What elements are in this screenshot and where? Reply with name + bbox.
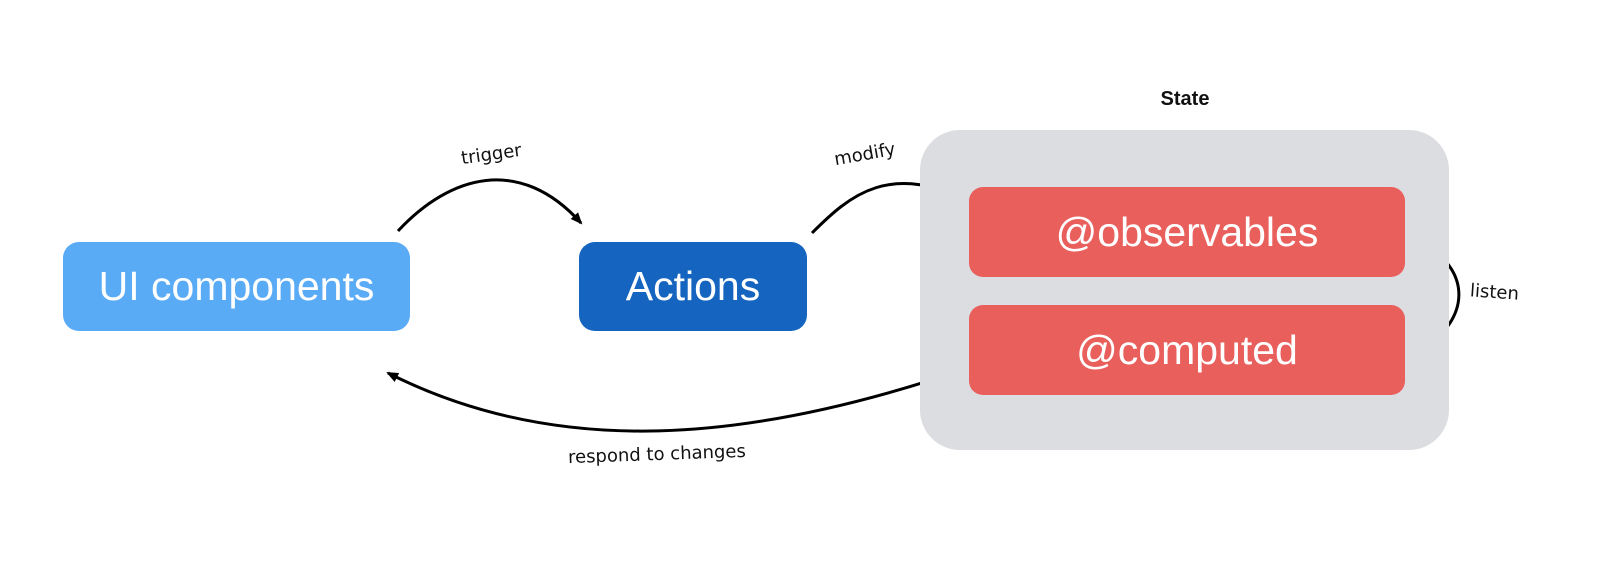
observables-label: @observables — [1055, 208, 1319, 255]
respond-arrow — [386, 371, 951, 433]
computed-label: @computed — [1076, 326, 1298, 373]
ui-components-node: UI components — [63, 242, 410, 331]
observables-node: @observables — [969, 187, 1405, 277]
computed-node: @computed — [969, 305, 1405, 395]
state-title: State — [1160, 88, 1210, 110]
actions-label: Actions — [625, 263, 761, 309]
listen-edge-label: listen — [1469, 280, 1520, 305]
trigger-arrow — [396, 178, 583, 233]
ui-components-label: UI components — [98, 263, 375, 309]
state-container — [920, 130, 1449, 450]
actions-node: Actions — [579, 242, 807, 331]
